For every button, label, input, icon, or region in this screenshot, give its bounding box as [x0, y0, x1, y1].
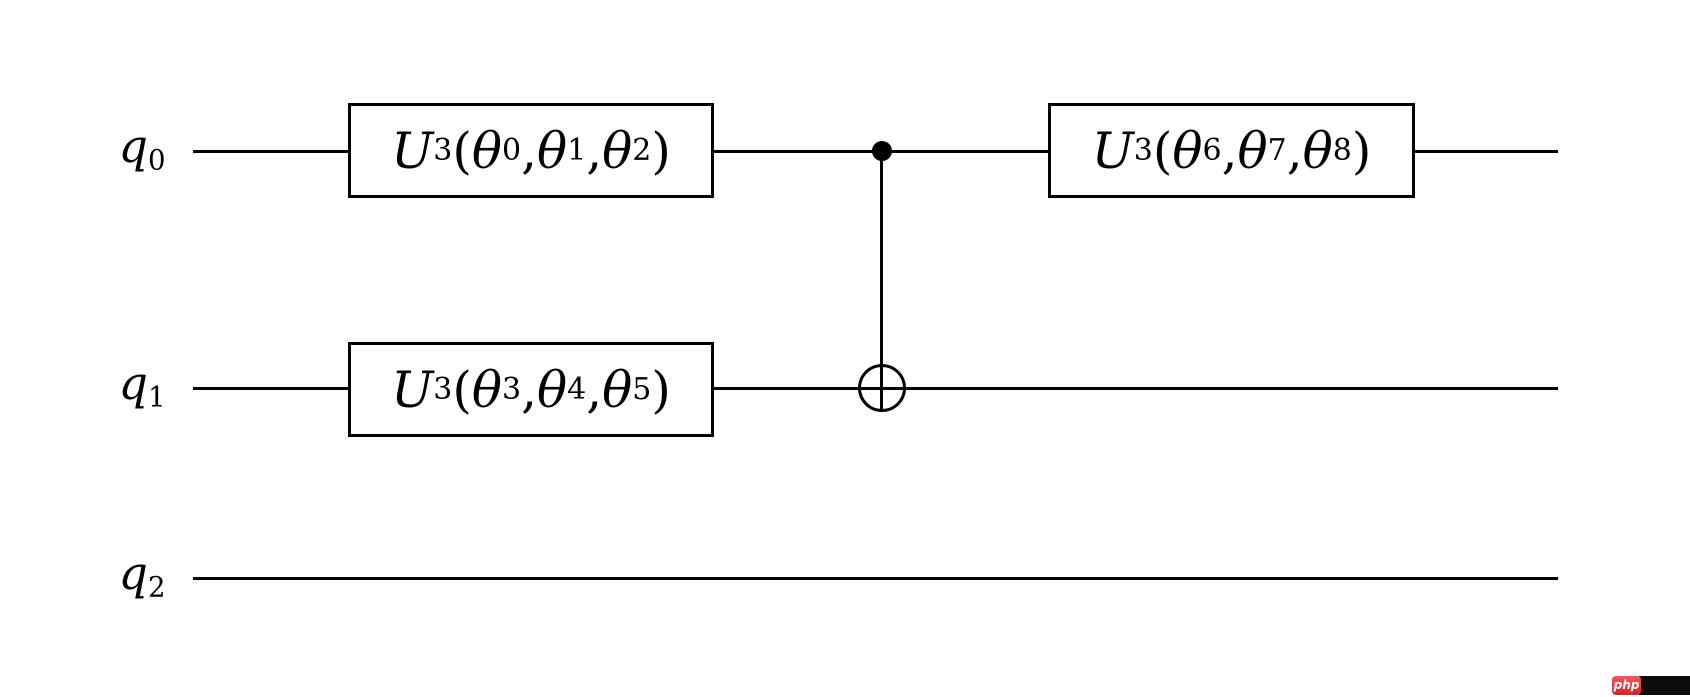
cnot-connector-line — [880, 151, 883, 412]
watermark: php — [1612, 676, 1690, 695]
cnot-target-icon — [858, 364, 906, 412]
watermark-black-box — [1639, 676, 1690, 695]
qubit-label-q0: q0 — [118, 119, 166, 177]
qubit-label-q1: q1 — [118, 356, 166, 414]
cnot-control-dot — [872, 141, 892, 161]
qubit-wire-q2 — [193, 577, 1558, 580]
qubit-label-q2: q2 — [118, 546, 166, 604]
php-logo: php — [1612, 676, 1641, 695]
